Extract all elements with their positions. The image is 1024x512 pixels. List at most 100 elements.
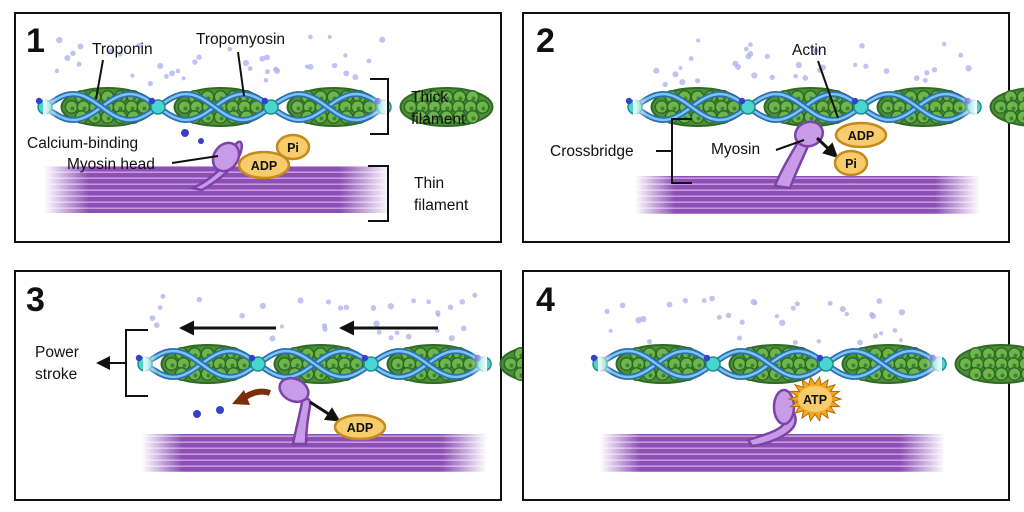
- background-ion: [688, 56, 694, 61]
- calcium-dots: [149, 292, 478, 342]
- background-ion: [460, 325, 467, 332]
- background-ion: [459, 299, 466, 305]
- background-ion: [239, 34, 244, 39]
- background-ion: [892, 328, 898, 333]
- background-ion: [196, 296, 203, 303]
- troponin: [818, 356, 834, 372]
- background-ion: [863, 63, 869, 69]
- background-ion: [117, 51, 123, 57]
- background-ion: [883, 68, 890, 74]
- background-ion: [852, 62, 858, 68]
- background-ion: [70, 50, 76, 57]
- phosphate-label: Pi: [287, 141, 299, 155]
- background-ion: [694, 78, 701, 84]
- background-ion: [227, 46, 233, 52]
- background-ion: [239, 312, 245, 319]
- background-ion: [790, 305, 796, 311]
- background-ion: [748, 42, 753, 48]
- background-ion: [435, 328, 440, 333]
- background-ion: [263, 77, 269, 83]
- background-ion: [608, 328, 613, 333]
- myosin-label: Myosin: [711, 141, 760, 158]
- background-ion: [64, 55, 71, 62]
- background-ion: [153, 322, 160, 329]
- adp-molecule: ADP: [834, 121, 888, 149]
- background-ion: [426, 299, 431, 305]
- background-ion: [160, 293, 166, 299]
- background-ion: [366, 58, 372, 64]
- calcium-site: [851, 97, 859, 105]
- calcium-ion: [181, 129, 189, 137]
- background-ion: [769, 74, 775, 81]
- background-ion: [774, 314, 780, 319]
- panel-2-number: 2: [536, 22, 555, 60]
- background-ion: [77, 43, 84, 50]
- tropomyosin-label: Tropomyosin: [196, 31, 285, 48]
- background-ion: [264, 54, 270, 61]
- background-ion: [725, 312, 732, 319]
- background-ion: [737, 335, 743, 341]
- background-ion: [696, 38, 701, 43]
- background-ion: [647, 339, 653, 345]
- background-ion: [898, 309, 906, 316]
- background-ion: [264, 69, 270, 75]
- background-ion: [259, 302, 266, 310]
- background-ion: [447, 304, 454, 311]
- troponin: [853, 99, 869, 115]
- calcium-site: [261, 97, 269, 105]
- myosin-head-label: Myosin head: [67, 156, 155, 173]
- background-ion: [196, 54, 202, 60]
- actin-bead: [1020, 367, 1024, 381]
- background-ion: [322, 326, 328, 332]
- background-ion: [273, 66, 279, 72]
- background-ion: [844, 311, 850, 317]
- background-ion: [682, 297, 689, 304]
- troponin: [363, 356, 379, 372]
- calcium-site: [590, 354, 598, 362]
- thick-filament-bracket: [370, 78, 389, 135]
- background-ion: [941, 41, 947, 47]
- background-ion: [181, 76, 186, 81]
- background-ion: [924, 70, 930, 76]
- background-ion: [137, 42, 143, 48]
- background-ion: [394, 330, 400, 336]
- background-ion: [869, 312, 875, 317]
- background-ion: [827, 300, 833, 306]
- adp-label: ADP: [848, 129, 874, 143]
- troponin: [705, 356, 721, 372]
- background-ion: [405, 333, 412, 340]
- thin-filament: [142, 434, 487, 472]
- background-ion: [913, 75, 920, 81]
- adp-label: ADP: [347, 421, 373, 435]
- background-ion: [56, 36, 63, 44]
- actin-bead: [1018, 357, 1024, 371]
- background-ion: [76, 61, 82, 67]
- calcium-site: [738, 97, 746, 105]
- background-ion: [297, 297, 304, 304]
- background-ion: [304, 64, 309, 69]
- actin-thick-filament: [590, 338, 1024, 390]
- background-ion: [343, 304, 350, 311]
- troponin-label: Troponin: [92, 41, 153, 58]
- background-ion: [130, 73, 135, 78]
- background-ion: [327, 34, 332, 39]
- panel-1-number: 1: [26, 22, 45, 60]
- calcium-site: [35, 97, 43, 105]
- background-ion: [472, 292, 478, 298]
- atp-molecule: ATP: [787, 375, 843, 423]
- background-ion: [764, 53, 770, 59]
- background-ion: [376, 329, 382, 335]
- background-ion: [732, 60, 739, 67]
- troponin: [263, 99, 279, 115]
- background-ion: [816, 339, 821, 344]
- background-ion: [898, 338, 903, 343]
- background-ion: [379, 36, 386, 43]
- panel-3-number: 3: [26, 281, 45, 319]
- background-ion: [876, 298, 883, 305]
- background-ion: [147, 80, 153, 87]
- background-ion: [743, 46, 749, 52]
- background-ion: [164, 73, 169, 79]
- background-ion: [812, 47, 819, 54]
